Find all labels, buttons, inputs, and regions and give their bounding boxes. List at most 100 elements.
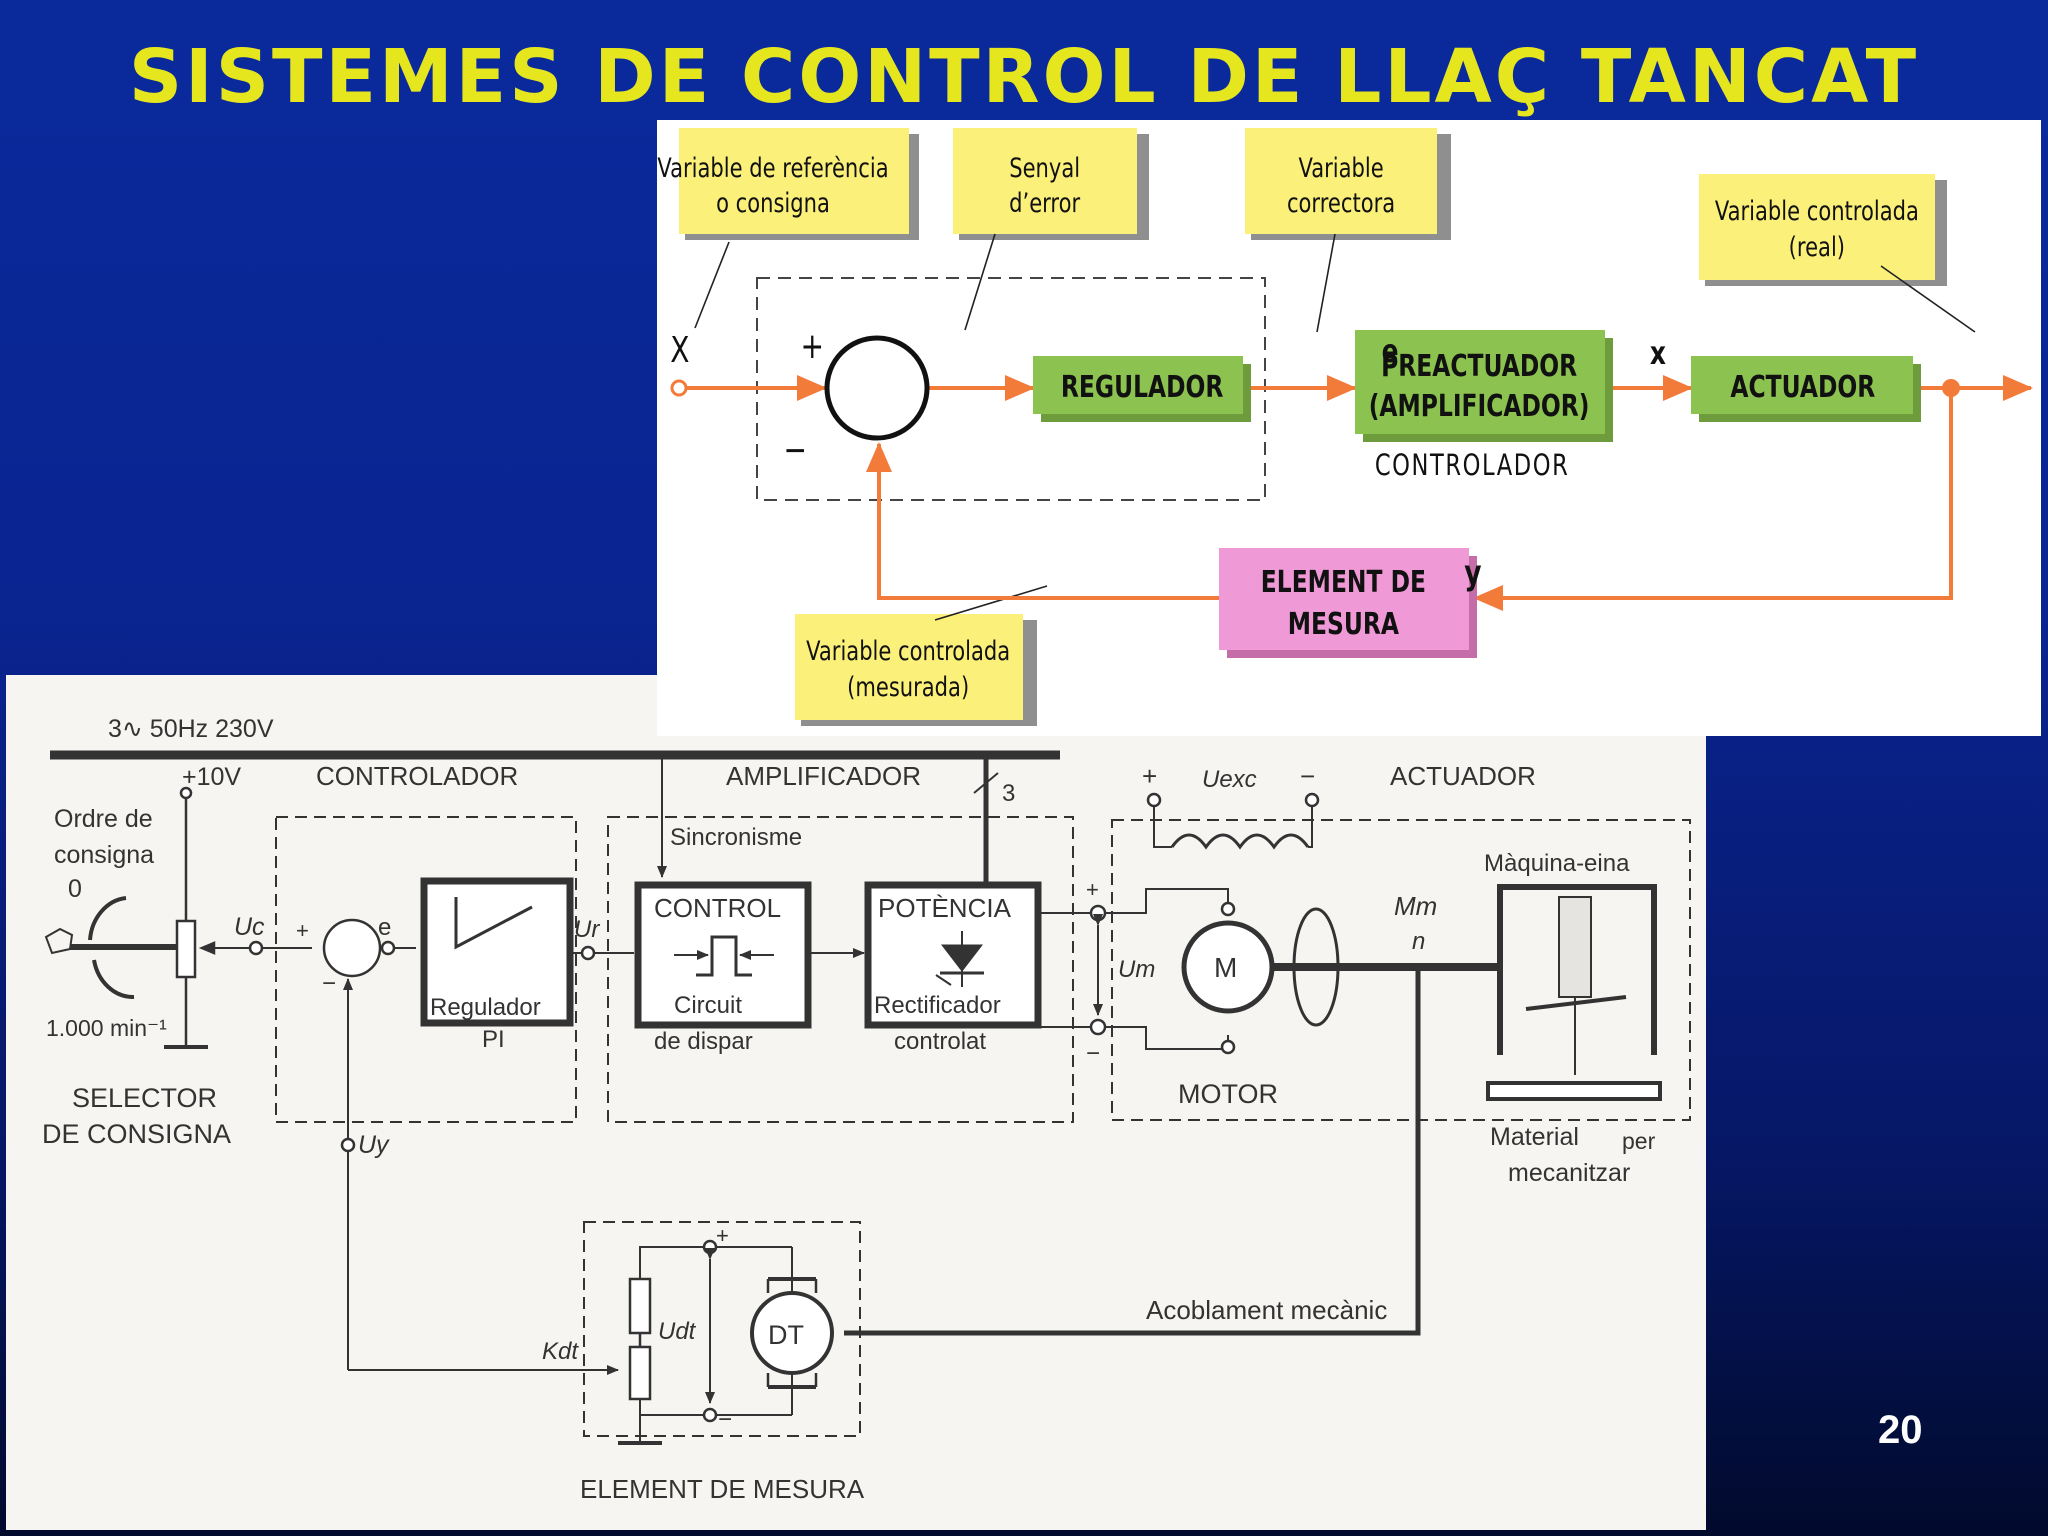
order-label-2: consigna: [54, 841, 154, 869]
schematic-panel: 3∿ 50Hz 230V +10V CONTROLADOR AMPLIFICAD…: [6, 675, 1706, 1530]
machine-tool-frame: [1497, 884, 1657, 1055]
sum-minus-sign: −: [783, 429, 807, 471]
note-reference-line2: o consigna: [716, 187, 830, 218]
arm-minus-label: −: [1086, 1040, 1100, 1067]
order-label-1: Ordre de: [54, 805, 153, 833]
actuator-block: [1691, 356, 1921, 422]
control-block: [634, 881, 812, 1029]
workpiece-material: [1486, 1081, 1662, 1101]
dt-plus-label: +: [716, 1223, 729, 1248]
motor-label: MOTOR: [1178, 1079, 1278, 1109]
note-error-line1: Senyal: [1009, 152, 1080, 183]
slide-title: SISTEMES DE CONTROL DE LLAÇ TANCAT: [128, 34, 1920, 120]
sync-label: Sincronisme: [670, 824, 802, 851]
note-corrective-line2: correctora: [1287, 187, 1395, 218]
excitation-coil: [1170, 833, 1310, 850]
rectifier-label-2: controlat: [894, 1028, 986, 1055]
note-corrective-line1: Variable: [1298, 152, 1383, 183]
output-takeoff-node: [1942, 379, 1960, 397]
page-number: 20: [1878, 1408, 1923, 1452]
measure-block: [1219, 548, 1477, 658]
signal-x-label: x: [1650, 334, 1667, 372]
note-corrective: [1245, 128, 1451, 240]
uc-label: Uc: [234, 913, 265, 941]
machine-spindle: [1558, 896, 1592, 998]
n-label: n: [1412, 928, 1425, 955]
signal-e-label: e: [1382, 332, 1399, 370]
schematic-diagram: 3∿ 50Hz 230V +10V CONTROLADOR AMPLIFICAD…: [42, 715, 1691, 1504]
measure-label: ELEMENT DE MESURA: [580, 1474, 865, 1504]
ur-label: Ur: [574, 916, 600, 943]
measure-group: [583, 1221, 861, 1437]
preactuator-label-1: PREACTUADOR: [1381, 349, 1577, 384]
note-controlled-real: [1699, 174, 1947, 286]
summing-junction-circle: [824, 335, 930, 441]
trigger-label-2: de dispar: [654, 1028, 753, 1055]
motor-letter: M: [1214, 952, 1237, 983]
feedback-to-measure: [1473, 390, 1953, 600]
section-amplifier-label: AMPLIFICADOR: [726, 761, 921, 791]
note-error-line2: d’error: [1009, 187, 1080, 218]
signal-y-label: y: [1464, 554, 1481, 593]
feedback-to-sum: [877, 450, 1219, 600]
coupling-label: Acoblament mecànic: [1146, 1295, 1387, 1325]
measure-label-2: MESURA: [1288, 607, 1399, 642]
block-diagram-panel: Variable de referència o consigna Senyal…: [657, 120, 2041, 736]
actuator-group: [1111, 819, 1691, 1121]
udt-label: Udt: [658, 1318, 697, 1345]
selector-knob: [88, 896, 127, 941]
trigger-label-1: Circuit: [674, 992, 742, 1019]
uy-label: Uy: [358, 1131, 390, 1159]
material-label-1: Material: [1490, 1123, 1579, 1151]
note-controlled-measured: [795, 614, 1037, 726]
input-node: [670, 379, 688, 397]
summing-junction: [322, 918, 382, 978]
selector-label-2: DE CONSIGNA: [42, 1119, 231, 1149]
note-reference: [679, 128, 919, 240]
rotation-arrow: [1292, 907, 1340, 1027]
error-e-label: e: [378, 914, 391, 941]
preactuator-block: [1355, 330, 1613, 442]
selector-zero-label: 0: [68, 875, 82, 903]
block-diagram: Variable de referència o consigna Senyal…: [657, 128, 2033, 726]
note-reference-line1: Variable de referència: [657, 152, 888, 183]
controller-label: CONTROLADOR: [1375, 449, 1570, 482]
rectifier-label-1: Rectificador: [874, 992, 1001, 1019]
kdt-label: Kdt: [542, 1338, 579, 1365]
power-label: POTÈNCIA: [878, 893, 1012, 923]
sum-plus-sign: +: [801, 325, 825, 367]
selector-max-label: 1.000 min⁻¹: [46, 1015, 167, 1041]
note-controlled-real-line1: Variable controlada: [1715, 195, 1919, 226]
dt-label: DT: [768, 1320, 804, 1350]
regulator-label: REGULADOR: [1061, 370, 1224, 405]
coupling-shaft: [844, 967, 1421, 1336]
exc-minus-label: −: [1300, 761, 1315, 791]
sum-plus-label: +: [296, 918, 309, 943]
note-controlled-measured-line1: Variable controlada: [806, 635, 1010, 666]
section-controller-label: CONTROLADOR: [316, 761, 518, 791]
phase-count-label: 3: [1002, 780, 1015, 807]
hand-icon: [44, 927, 74, 955]
material-label-2: mecanitzar: [1508, 1159, 1630, 1187]
measure-label-1: ELEMENT DE: [1261, 565, 1426, 600]
regulator-label-2: PI: [482, 1026, 505, 1053]
note-error: [953, 128, 1149, 240]
regulator-block: [1033, 356, 1251, 422]
note-controlled-real-line2: (real): [1789, 231, 1845, 262]
sum-minus-label: −: [322, 970, 336, 997]
arm-plus-label: +: [1086, 877, 1099, 902]
mm-label: Mm: [1394, 891, 1437, 921]
pi-regulator-block: [420, 877, 574, 1027]
preactuator-label-2: (AMPLIFICADOR): [1369, 389, 1590, 424]
um-label: Um: [1118, 956, 1155, 983]
signal-X-label: X: [670, 329, 689, 371]
amplifier-group: [607, 816, 1074, 1123]
regulator-label-1: Regulador: [430, 994, 541, 1021]
machine-label: Màquina-eina: [1484, 850, 1630, 877]
control-label: CONTROL: [654, 893, 781, 923]
section-actuator-label: ACTUADOR: [1390, 761, 1536, 791]
dt-minus-label: −: [718, 1406, 732, 1433]
material-per-label: per: [1622, 1128, 1656, 1154]
note-controlled-measured-line2: (mesurada): [847, 671, 969, 702]
exc-plus-label: +: [1142, 761, 1157, 791]
